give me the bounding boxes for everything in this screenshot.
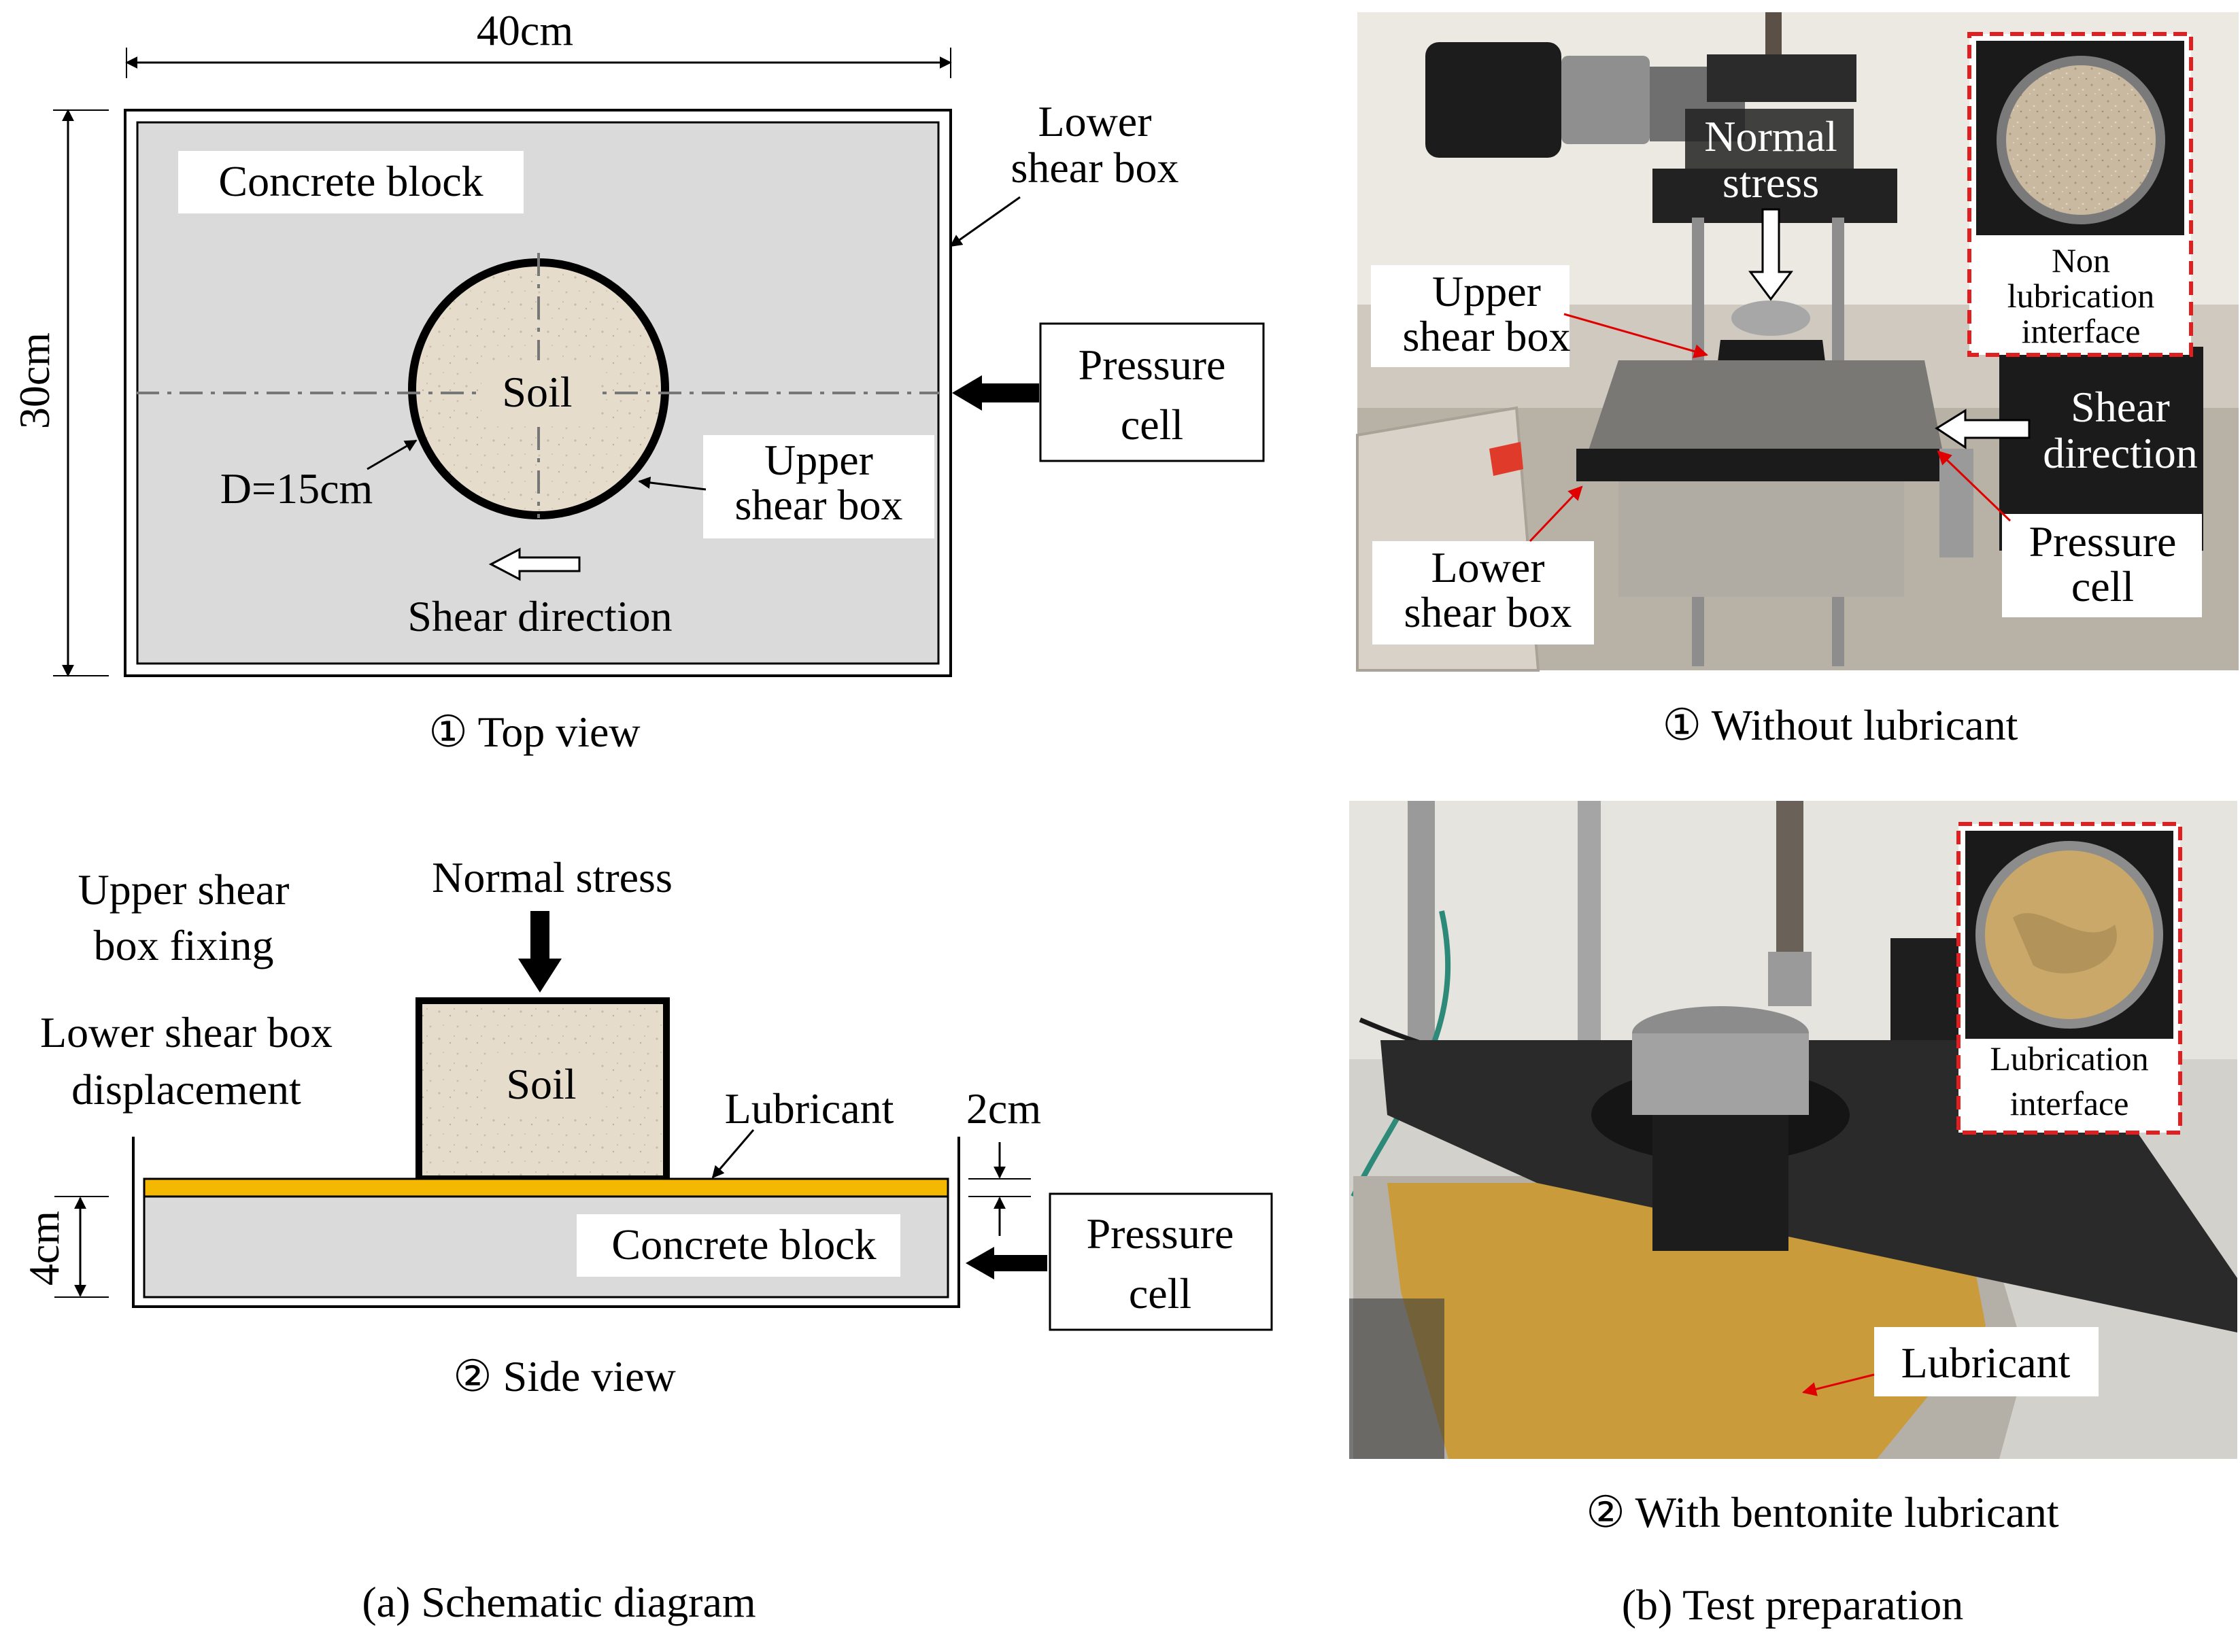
width-dimension-label: 40cm: [477, 6, 573, 54]
lower-shear-box-label-line2: shear box: [1011, 143, 1178, 192]
panel-a-caption: (a) Schematic diagram: [362, 1578, 756, 1626]
normal-stress-arrow: [518, 911, 562, 993]
photo1-inset-sand: [2006, 65, 2156, 215]
lower-shear-box-label-line1: Lower: [1038, 97, 1151, 145]
photo1-inset-line3: interface: [2022, 312, 2141, 350]
concrete-block-label-side: Concrete block: [611, 1220, 876, 1269]
pressure-arrow-side: [966, 1247, 1047, 1279]
upper-shear-box-label-line2: shear box: [734, 481, 902, 529]
photo1-pressure-label-bg: [2002, 514, 2202, 617]
panel-b-caption: (b) Test preparation: [1622, 1581, 1964, 1629]
photo1-pressure-pointer: [1937, 450, 2012, 522]
soil-label-side: Soil: [506, 1060, 576, 1108]
concrete-label-box: [178, 151, 524, 213]
photo2-nut: [1768, 952, 1812, 1006]
lubricant-layer: [143, 1177, 949, 1198]
photo2-lubricant-label: Lubricant: [1901, 1339, 2071, 1387]
photo1-motor: [1425, 42, 1561, 158]
shear-direction-arrow: [488, 547, 581, 581]
upper-shear-box-pointer: [638, 477, 707, 491]
photo2-shadow: [1349, 1298, 1444, 1459]
shear-direction-label: Shear direction: [407, 592, 672, 640]
photo1-normal-stress-bg: [1685, 109, 1854, 212]
pressure-arrow-top: [952, 375, 1039, 411]
block-thickness-label: 4cm: [20, 1211, 68, 1286]
upper-fixing-label-line1: Upper shear: [78, 865, 290, 914]
lubricant-pointer: [711, 1129, 755, 1179]
photo-with-bentonite: Lubrication interface Lubricant ② With b…: [1349, 801, 2237, 1536]
photo1-inset-line2: lubrication: [2007, 277, 2155, 315]
lower-displacement-label-line2: displacement: [71, 1065, 301, 1114]
photo1-motor-flange: [1561, 56, 1650, 144]
lubricant-thickness-label: 2cm: [966, 1084, 1041, 1133]
photo-without-lubricant: Normal stress Upper shear box Lower shea…: [1356, 12, 2239, 749]
lower-shear-box-side: [132, 1137, 960, 1308]
photo2-lubricant-pointer: [1801, 1373, 1875, 1396]
photo1-inset-line1: Non: [2052, 241, 2110, 279]
pressure-cell-side-line2: cell: [1129, 1269, 1191, 1318]
soil-label-top: Soil: [502, 368, 572, 416]
photo1-pressure-line1: Pressure: [2029, 517, 2177, 566]
photo1-box-body: [1618, 481, 1904, 597]
photo1-lower-box-top: [1584, 360, 1945, 462]
photo1-normal-stress-arrow: [1748, 208, 1793, 301]
concrete-block-label: Concrete block: [218, 157, 483, 205]
pressure-cell-label-line2: cell: [1121, 400, 1183, 449]
top-view-caption: ① Top view: [428, 708, 640, 756]
photo1-pressure-line2: cell: [2071, 562, 2134, 610]
normal-stress-label: Normal stress: [432, 853, 673, 901]
soil-label-box: [481, 360, 596, 421]
upper-shear-box-label-line1: Upper: [764, 436, 873, 484]
photo1-plate: [1576, 449, 1957, 481]
photo1-shear-dir-line1: Shear: [2071, 383, 2170, 431]
photo1-upper-box-line2: shear box: [1402, 312, 1570, 360]
lubricant-label-side: Lubricant: [725, 1084, 894, 1133]
concrete-side-label-box: [577, 1214, 900, 1277]
photo1-lower-box-line2: shear box: [1404, 588, 1572, 636]
photo1-pressure-cell: [1939, 449, 1973, 557]
pressure-cell-box-side: [1049, 1192, 1273, 1331]
photo2-inset-line1b: interface: [2010, 1084, 2129, 1122]
photo1-lower-box-label-bg: [1372, 541, 1594, 644]
photo1-caption: ① Without lubricant: [1663, 701, 2018, 749]
pressure-cell-box-top: [1039, 322, 1265, 462]
photo2-inset-texture: [2013, 913, 2117, 974]
photo1-red-object: [1489, 442, 1523, 476]
diameter-label: D=15cm: [220, 464, 373, 513]
photo1-normal-stress-line1: Normal: [1704, 112, 1837, 160]
top-view: 40cm 30cm Concrete block Lower shear box…: [10, 6, 1265, 756]
photo1-upper-box-line1: Upper: [1432, 267, 1541, 315]
photo1-lower-box-line1: Lower: [1431, 543, 1544, 591]
pressure-cell-label-line1: Pressure: [1079, 341, 1226, 389]
photo1-shear-dir-line2: direction: [2043, 429, 2197, 477]
side-view: Upper shear box fixing Lower shear box d…: [20, 853, 1273, 1400]
lower-displacement-label-line1: Lower shear box: [40, 1008, 333, 1056]
upper-box-label-bg: [703, 435, 934, 538]
diameter-pointer: [367, 439, 418, 470]
photo1-normal-stress-line2: stress: [1723, 158, 1819, 207]
photo1-load-cell: [1731, 300, 1810, 336]
upper-fixing-label-line2: box fixing: [94, 921, 274, 969]
photo2-rail-mid: [1578, 801, 1601, 1059]
height-dimension-label: 30cm: [10, 332, 58, 429]
photo2-inset-line1: Lubrication: [1990, 1039, 2148, 1078]
pressure-cell-side-line1: Pressure: [1087, 1209, 1234, 1258]
photo2-upper-box-body: [1652, 1115, 1788, 1251]
photo2-lubricant: [1387, 1183, 1986, 1459]
photo2-load-cell: [1632, 1033, 1809, 1115]
photo1-upper-box-pointer: [1563, 313, 1709, 358]
photo2-lubricant-label-bg: [1874, 1327, 2099, 1396]
photo1-shear-direction-arrow: [1935, 409, 2031, 449]
side-view-caption: ② Side view: [453, 1352, 676, 1400]
photo2-caption: ② With bentonite lubricant: [1586, 1488, 2058, 1536]
lower-shear-box-pointer: [949, 196, 1021, 247]
photo2-rail-left: [1408, 801, 1435, 1059]
soil-side-label-box: [487, 1055, 598, 1116]
photo1-lower-box-pointer: [1529, 485, 1583, 543]
soil-sample-side: [415, 997, 670, 1182]
photo1-top-block: [1707, 54, 1856, 102]
photo1-upper-box-label-bg: [1371, 265, 1569, 367]
